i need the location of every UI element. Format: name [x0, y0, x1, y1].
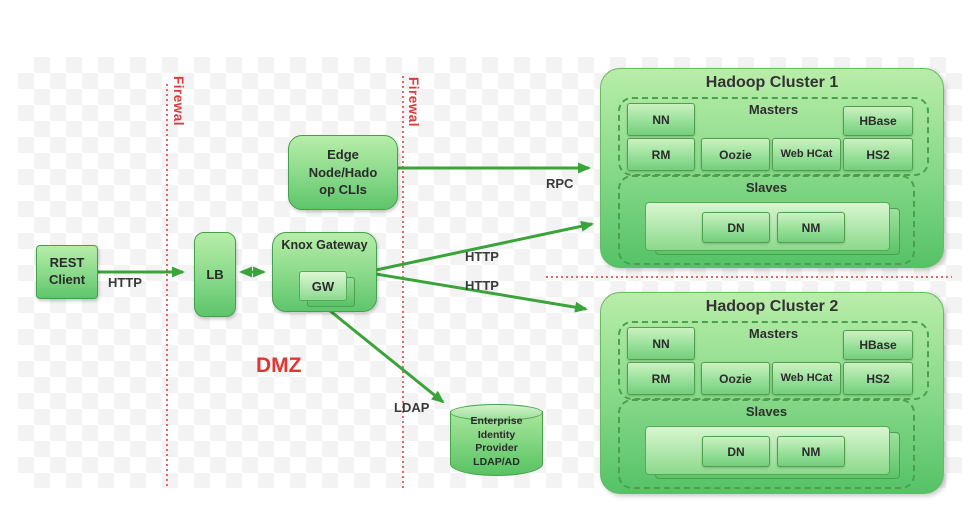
identity-label-line2: Identity [477, 428, 516, 441]
knox-gateway-title: Knox Gateway [281, 238, 368, 252]
cluster2-dn-box: DN [702, 436, 770, 467]
cluster1-slave-node-box: DN NM [645, 202, 890, 251]
load-balancer-label: LB [206, 267, 224, 282]
cluster2-slaves-title: Slaves [745, 404, 788, 419]
cluster2-nn-box: NN [627, 327, 695, 360]
cluster1-masters-group: Masters NN HBase RM Oozie Web HCat HS2 [618, 97, 929, 176]
cluster1-hbase-box: HBase [843, 106, 913, 136]
identity-label-line4: LDAP/AD [473, 455, 520, 468]
rest-client-label-line2: Client [48, 272, 86, 287]
cluster2-nm-box: NM [777, 436, 845, 467]
cylinder-top-ellipse [450, 404, 543, 421]
cluster1-rm-box: RM [627, 138, 695, 171]
identity-provider-database: Enterprise Identity Provider LDAP/AD [450, 404, 543, 476]
edge-node-clis-node: Edge Node/Hado op CLIs [288, 135, 398, 210]
cluster1-nm-box: NM [777, 212, 845, 243]
cluster2-masters-title: Masters [748, 326, 799, 341]
cluster2-rm-box: RM [627, 362, 695, 395]
cluster2-title: Hadoop Cluster 2 [705, 298, 839, 315]
gw-inner-box: GW [299, 271, 347, 301]
cluster2-masters-group: Masters NN HBase RM Oozie Web HCat HS2 [618, 321, 929, 400]
cluster2-hbase-box: HBase [843, 330, 913, 360]
edge-node-label-line3: op CLIs [319, 182, 367, 198]
identity-provider-label: Enterprise Identity Provider LDAP/AD [450, 415, 543, 470]
identity-label-line3: Provider [475, 442, 518, 455]
rpc-label-edge-cluster1: RPC [546, 176, 574, 191]
cluster1-webhcat-box: Web HCat [772, 138, 841, 171]
cluster2-slaves-group: Slaves DN NM [618, 399, 915, 489]
cluster2-hs2-box: HS2 [843, 362, 913, 395]
http-label-rest-lb: HTTP [108, 275, 142, 290]
rest-client-node: REST Client [36, 245, 98, 299]
cluster1-slaves-group: Slaves DN NM [618, 175, 915, 265]
http-label-knox-cluster2: HTTP [465, 278, 499, 293]
identity-label-line1: Enterprise [470, 415, 523, 427]
cluster1-dn-box: DN [702, 212, 770, 243]
dmz-zone-label: DMZ [256, 354, 302, 377]
cluster2-oozie-box: Oozie [701, 362, 770, 395]
edge-node-label-line2: Node/Hado [308, 164, 378, 180]
http-label-knox-cluster1: HTTP [465, 249, 499, 264]
hadoop-cluster-2: Hadoop Cluster 2 Masters NN HBase RM Ooz… [600, 292, 944, 494]
cluster1-masters-title: Masters [748, 102, 799, 117]
cluster1-oozie-box: Oozie [701, 138, 770, 171]
edge-node-label-line1: Edge [327, 147, 359, 163]
firewall-label-1: Firewal [171, 76, 186, 127]
cluster1-slaves-title: Slaves [745, 180, 788, 195]
knox-gateway-node: Knox Gateway GW [272, 232, 377, 312]
cluster2-slave-node-box: DN NM [645, 426, 890, 475]
load-balancer-node: LB [194, 232, 236, 317]
rest-client-label-line1: REST [49, 255, 85, 271]
cluster1-hs2-box: HS2 [843, 138, 913, 171]
cluster1-nn-box: NN [627, 103, 695, 136]
hadoop-cluster-1: Hadoop Cluster 1 Masters NN HBase RM Ooz… [600, 68, 944, 268]
cluster1-title: Hadoop Cluster 1 [705, 74, 839, 91]
cluster2-webhcat-box: Web HCat [772, 362, 841, 395]
firewall-label-2: Firewal [406, 77, 421, 128]
ldap-label-knox-identity: LDAP [394, 400, 430, 415]
